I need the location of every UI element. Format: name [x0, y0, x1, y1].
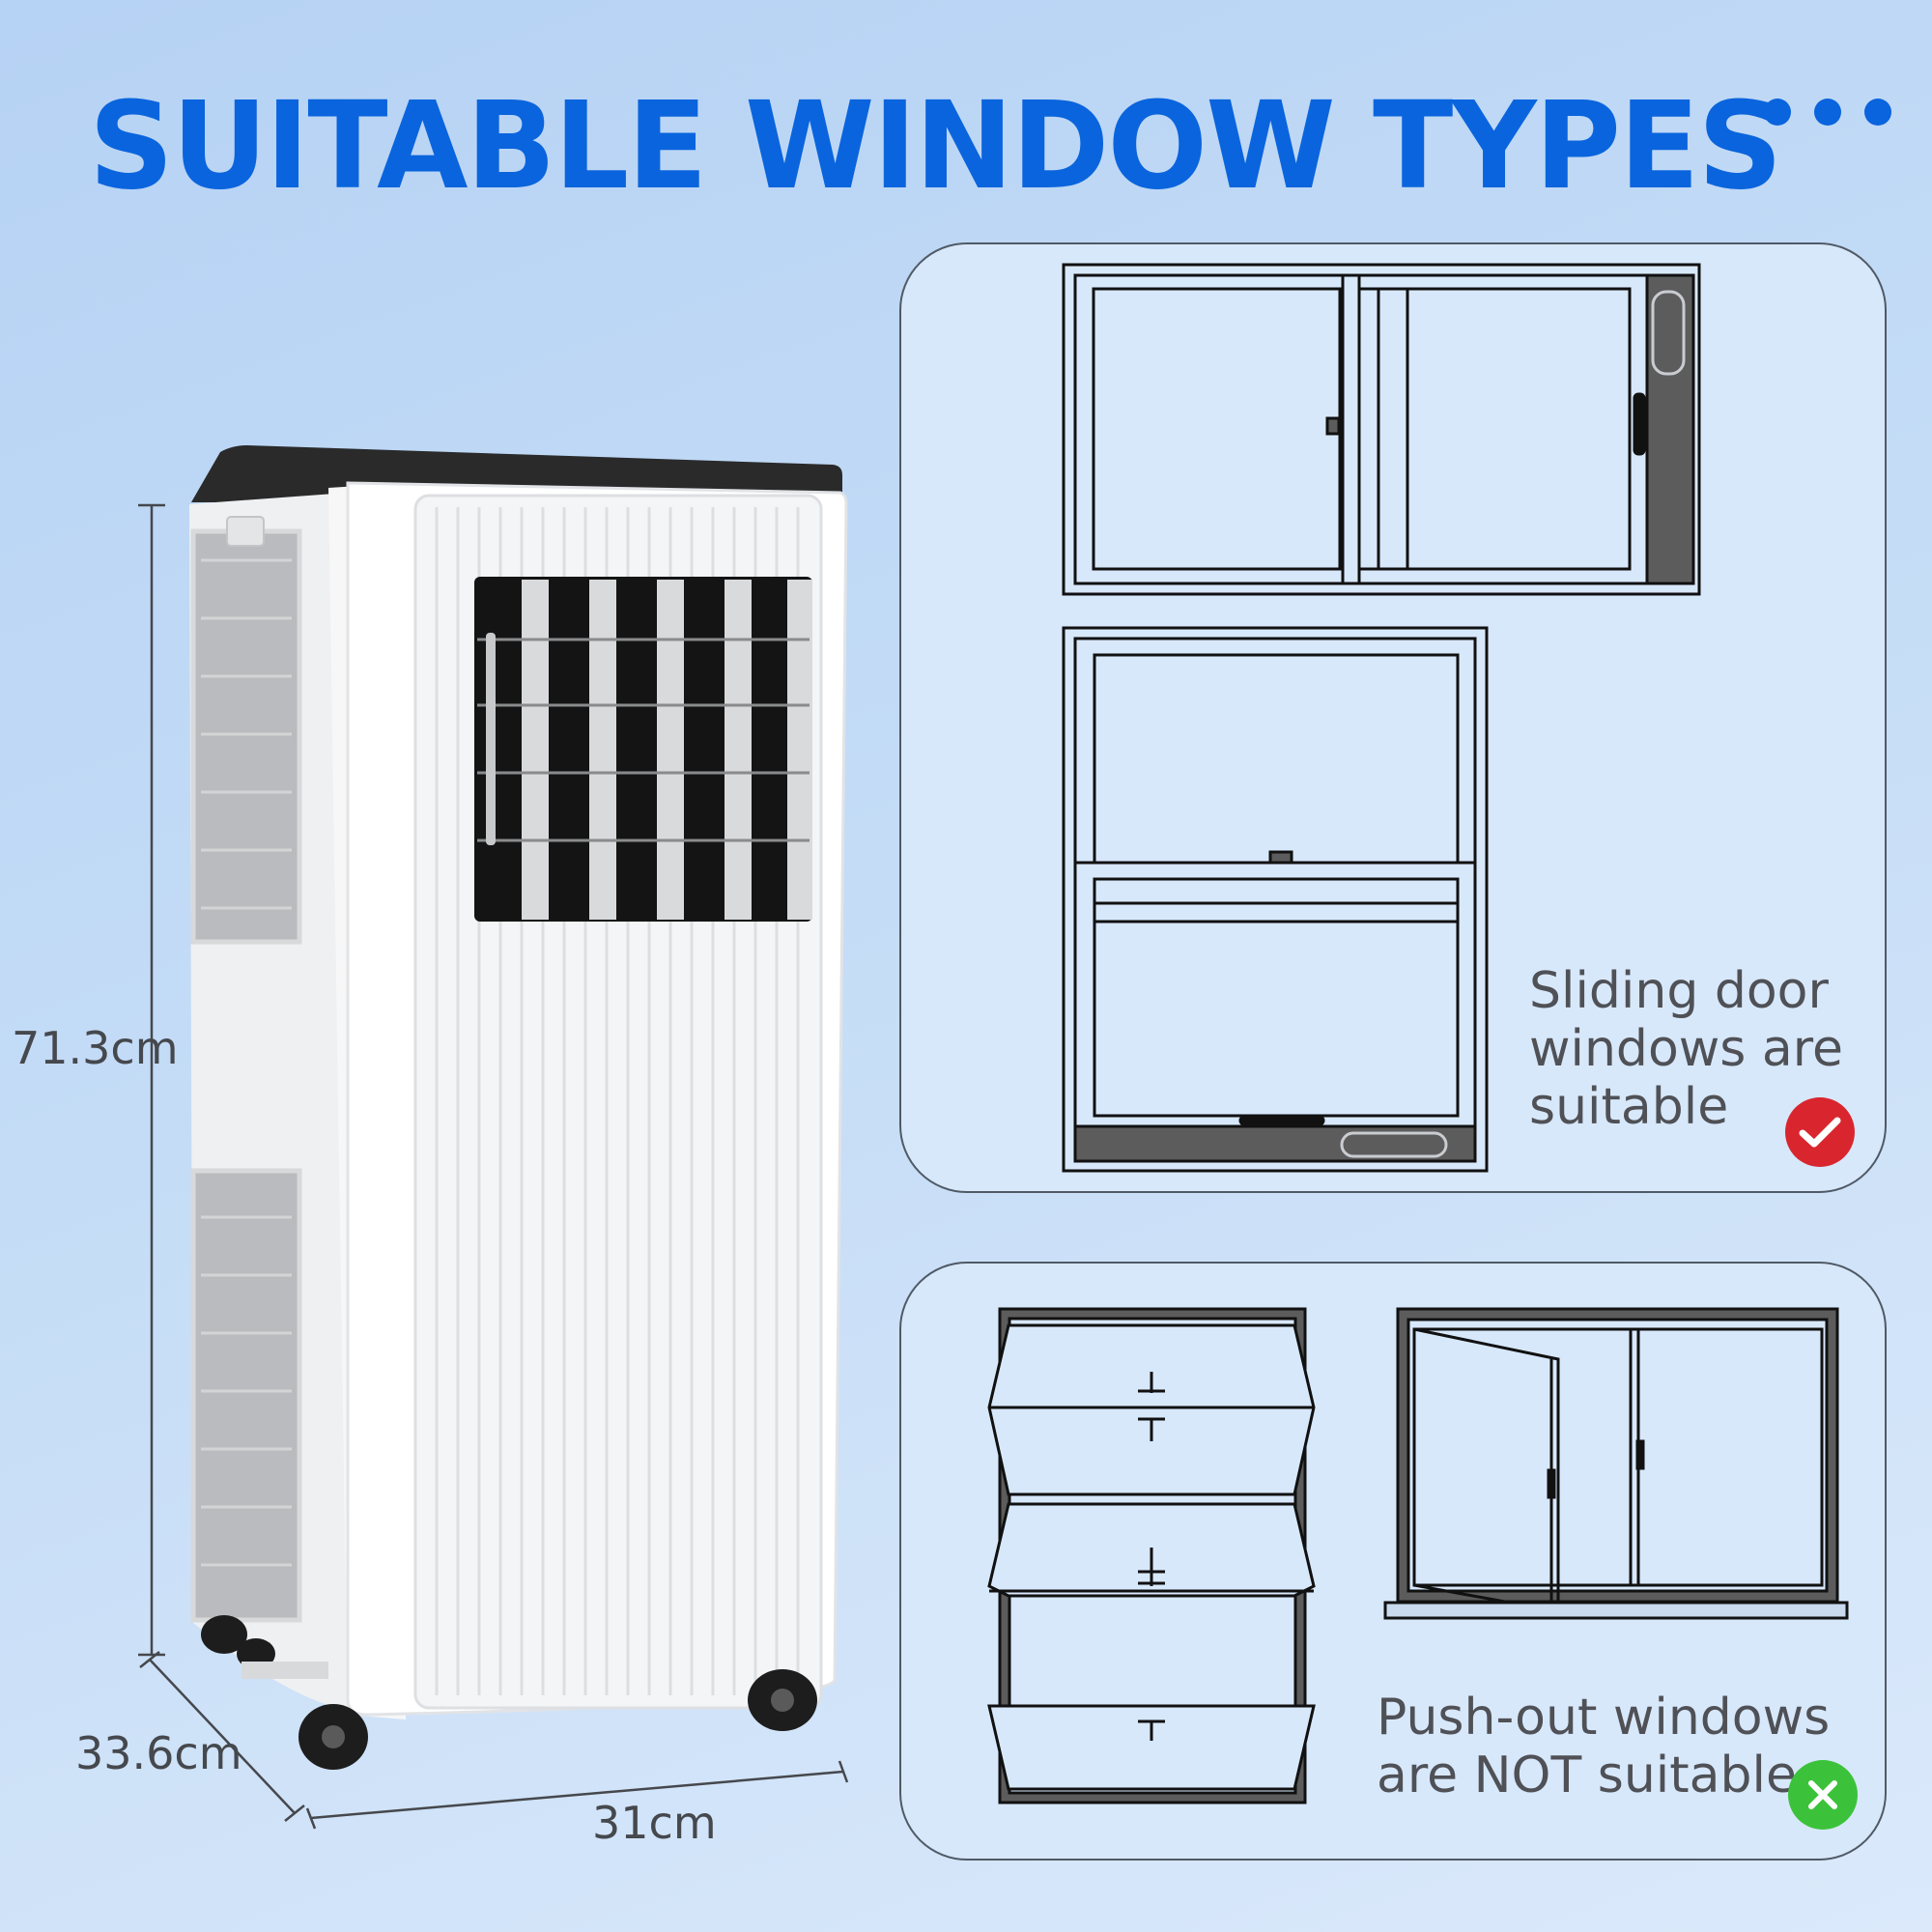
width-dimension-label: 31cm [592, 1797, 717, 1849]
not-suitable-caption: Push-out windows are NOT suitable [1377, 1689, 1831, 1804]
suitable-caption: Sliding door windows are suitable [1529, 962, 1843, 1136]
not-suitable-windows-panel [899, 1262, 1887, 1861]
dimension-lines [138, 503, 849, 1830]
check-icon [1785, 1097, 1855, 1167]
page-title: SUITABLE WINDOW TYPES [89, 75, 1782, 216]
more-dots-icon[interactable] [1764, 99, 1891, 126]
push-out-window-diagrams [987, 1307, 1849, 1804]
suitable-windows-panel [899, 242, 1887, 1193]
sliding-window-diagrams [1062, 263, 1701, 1173]
depth-dimension-label: 33.6cm [75, 1727, 242, 1779]
height-dimension-label: 71.3cm [12, 1022, 179, 1074]
cross-icon [1788, 1760, 1858, 1830]
